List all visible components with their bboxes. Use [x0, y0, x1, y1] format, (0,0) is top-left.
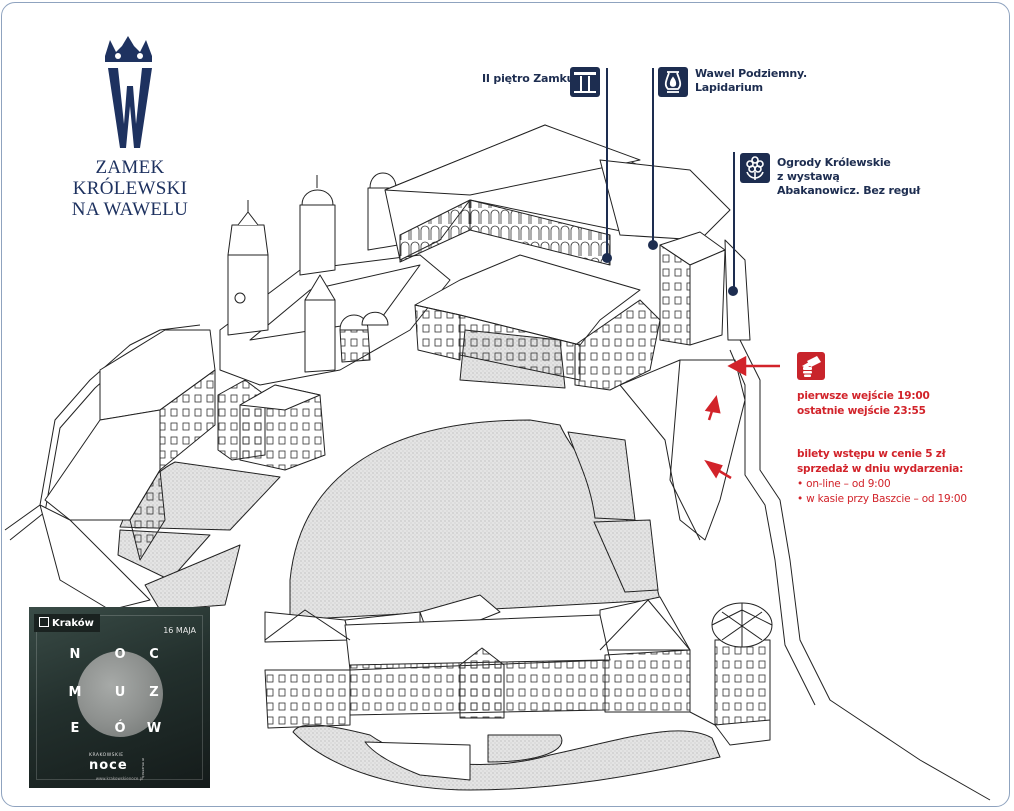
- poster-letter: M: [68, 685, 82, 700]
- columns-icon: [570, 67, 600, 97]
- castle-north-roof: [384, 124, 641, 196]
- poster-letter: C: [149, 647, 159, 662]
- outer-wall: [739, 339, 991, 801]
- poster-letter: Z: [149, 685, 159, 700]
- poster-letter: U: [114, 685, 126, 700]
- krakow-logo-icon: [39, 617, 49, 627]
- cathedral-tower: [227, 254, 269, 336]
- castle-south-facade: [414, 304, 461, 361]
- ticket-info: bilety wstępu w cenie 5 zł sprzedaż w dn…: [797, 447, 967, 507]
- cathedral-tower: [304, 299, 336, 373]
- poster-city-badge: Kraków: [34, 614, 100, 632]
- poster-letter: E: [70, 721, 80, 736]
- east-rampart: [619, 359, 746, 541]
- first-entry: pierwsze wejście 19:00: [797, 390, 930, 402]
- south-gable: [459, 647, 505, 719]
- poster-city: Kraków: [52, 618, 94, 629]
- logo-line: NA WAWELU: [71, 199, 189, 220]
- vicar-house: [239, 384, 321, 411]
- west-building: [129, 469, 166, 561]
- poster-border: [36, 615, 203, 780]
- poster-series-big: noce: [89, 758, 128, 773]
- west-building: [39, 504, 151, 611]
- clock-tower-north: [369, 172, 397, 189]
- poster-url[interactable]: www.krakowskienoce.pl: [95, 776, 144, 781]
- poster-letter: Ó: [114, 721, 126, 736]
- label-gardens-line1: Ogrody Królewskie: [777, 156, 891, 169]
- cathedral-tower: [301, 189, 334, 206]
- ticket-online[interactable]: • on-line – od 9:00: [797, 478, 891, 490]
- moon-image: [77, 651, 163, 737]
- label-gardens[interactable]: Ogrody Królewskie z wystawą Abakanowicz.…: [777, 156, 920, 198]
- poster-letter: W: [146, 721, 162, 736]
- label-underground-line2: Lapidarium: [695, 81, 763, 94]
- cathedral-tower: [304, 274, 336, 301]
- south-garden: [292, 724, 721, 791]
- south-garden: [487, 734, 563, 763]
- logo-line: KRÓLEWSKI: [72, 178, 188, 199]
- ticket-hand-icon: [797, 352, 825, 380]
- cathedral-tower: [299, 204, 336, 276]
- outer-wall: [729, 349, 816, 706]
- ticket-sale: sprzedaż w dniu wydarzenia:: [797, 463, 964, 475]
- ticket-price: bilety wstępu w cenie 5 zł: [797, 448, 946, 460]
- last-entry: ostatnie wejście 23:55: [797, 405, 926, 417]
- chapel-dome: [361, 311, 389, 326]
- poster-date: 16 MAJA: [163, 626, 196, 635]
- cathedral-tower: [227, 224, 269, 256]
- cathedral-tower: [237, 211, 259, 226]
- label-underground[interactable]: Wawel Podziemny. Lapidarium: [695, 67, 807, 95]
- south-roof: [599, 596, 691, 651]
- poster-series-small: KRAKOWSKIE: [89, 753, 124, 758]
- lawn: [567, 431, 636, 521]
- label-floor2[interactable]: II piętro Zamku: [482, 72, 575, 85]
- south-facade: [604, 649, 691, 713]
- flower-icon: [740, 153, 770, 183]
- label-underground-line1: Wawel Podziemny.: [695, 67, 807, 80]
- tower-wall: [689, 711, 771, 746]
- east-rampart: [669, 359, 701, 541]
- chapel: [339, 329, 371, 363]
- marker-floor2: [602, 253, 612, 263]
- label-gardens-line2: z wystawą: [777, 170, 840, 183]
- ticket-box-office: • w kasie przy Baszcie – od 19:00: [797, 493, 967, 505]
- marker-underground: [648, 240, 658, 250]
- castle-arcades: [399, 199, 471, 263]
- zamek-logo: ZAMEK KRÓLEWSKI NA WAWELU: [60, 36, 200, 220]
- entry-hours: pierwsze wejście 19:00 ostatnie wejście …: [797, 389, 930, 419]
- logo-line: ZAMEK: [95, 157, 165, 178]
- lawn: [593, 519, 659, 593]
- round-tower: [714, 639, 771, 726]
- vase-icon: [658, 67, 688, 97]
- south-garden: [364, 741, 471, 781]
- noc-muzeow-poster[interactable]: Kraków 16 MAJA N O C M U Z E Ó W KRAKOWS…: [29, 607, 210, 788]
- marker-gardens: [728, 286, 738, 296]
- label-gardens-line3: Abakanowicz. Bez reguł: [777, 184, 921, 197]
- crowned-w-emblem-icon: [105, 36, 152, 148]
- poster-series-side: w muzeach: [141, 758, 145, 778]
- south-facade: [264, 669, 351, 729]
- poster-letter: N: [69, 647, 81, 662]
- senators-tower: [689, 249, 726, 346]
- south-roof-hip: [264, 599, 691, 651]
- castle-east-wing: [599, 159, 731, 241]
- poster-letter: O: [114, 647, 126, 662]
- lawn: [144, 544, 241, 611]
- castle-gate-wing: [574, 299, 661, 391]
